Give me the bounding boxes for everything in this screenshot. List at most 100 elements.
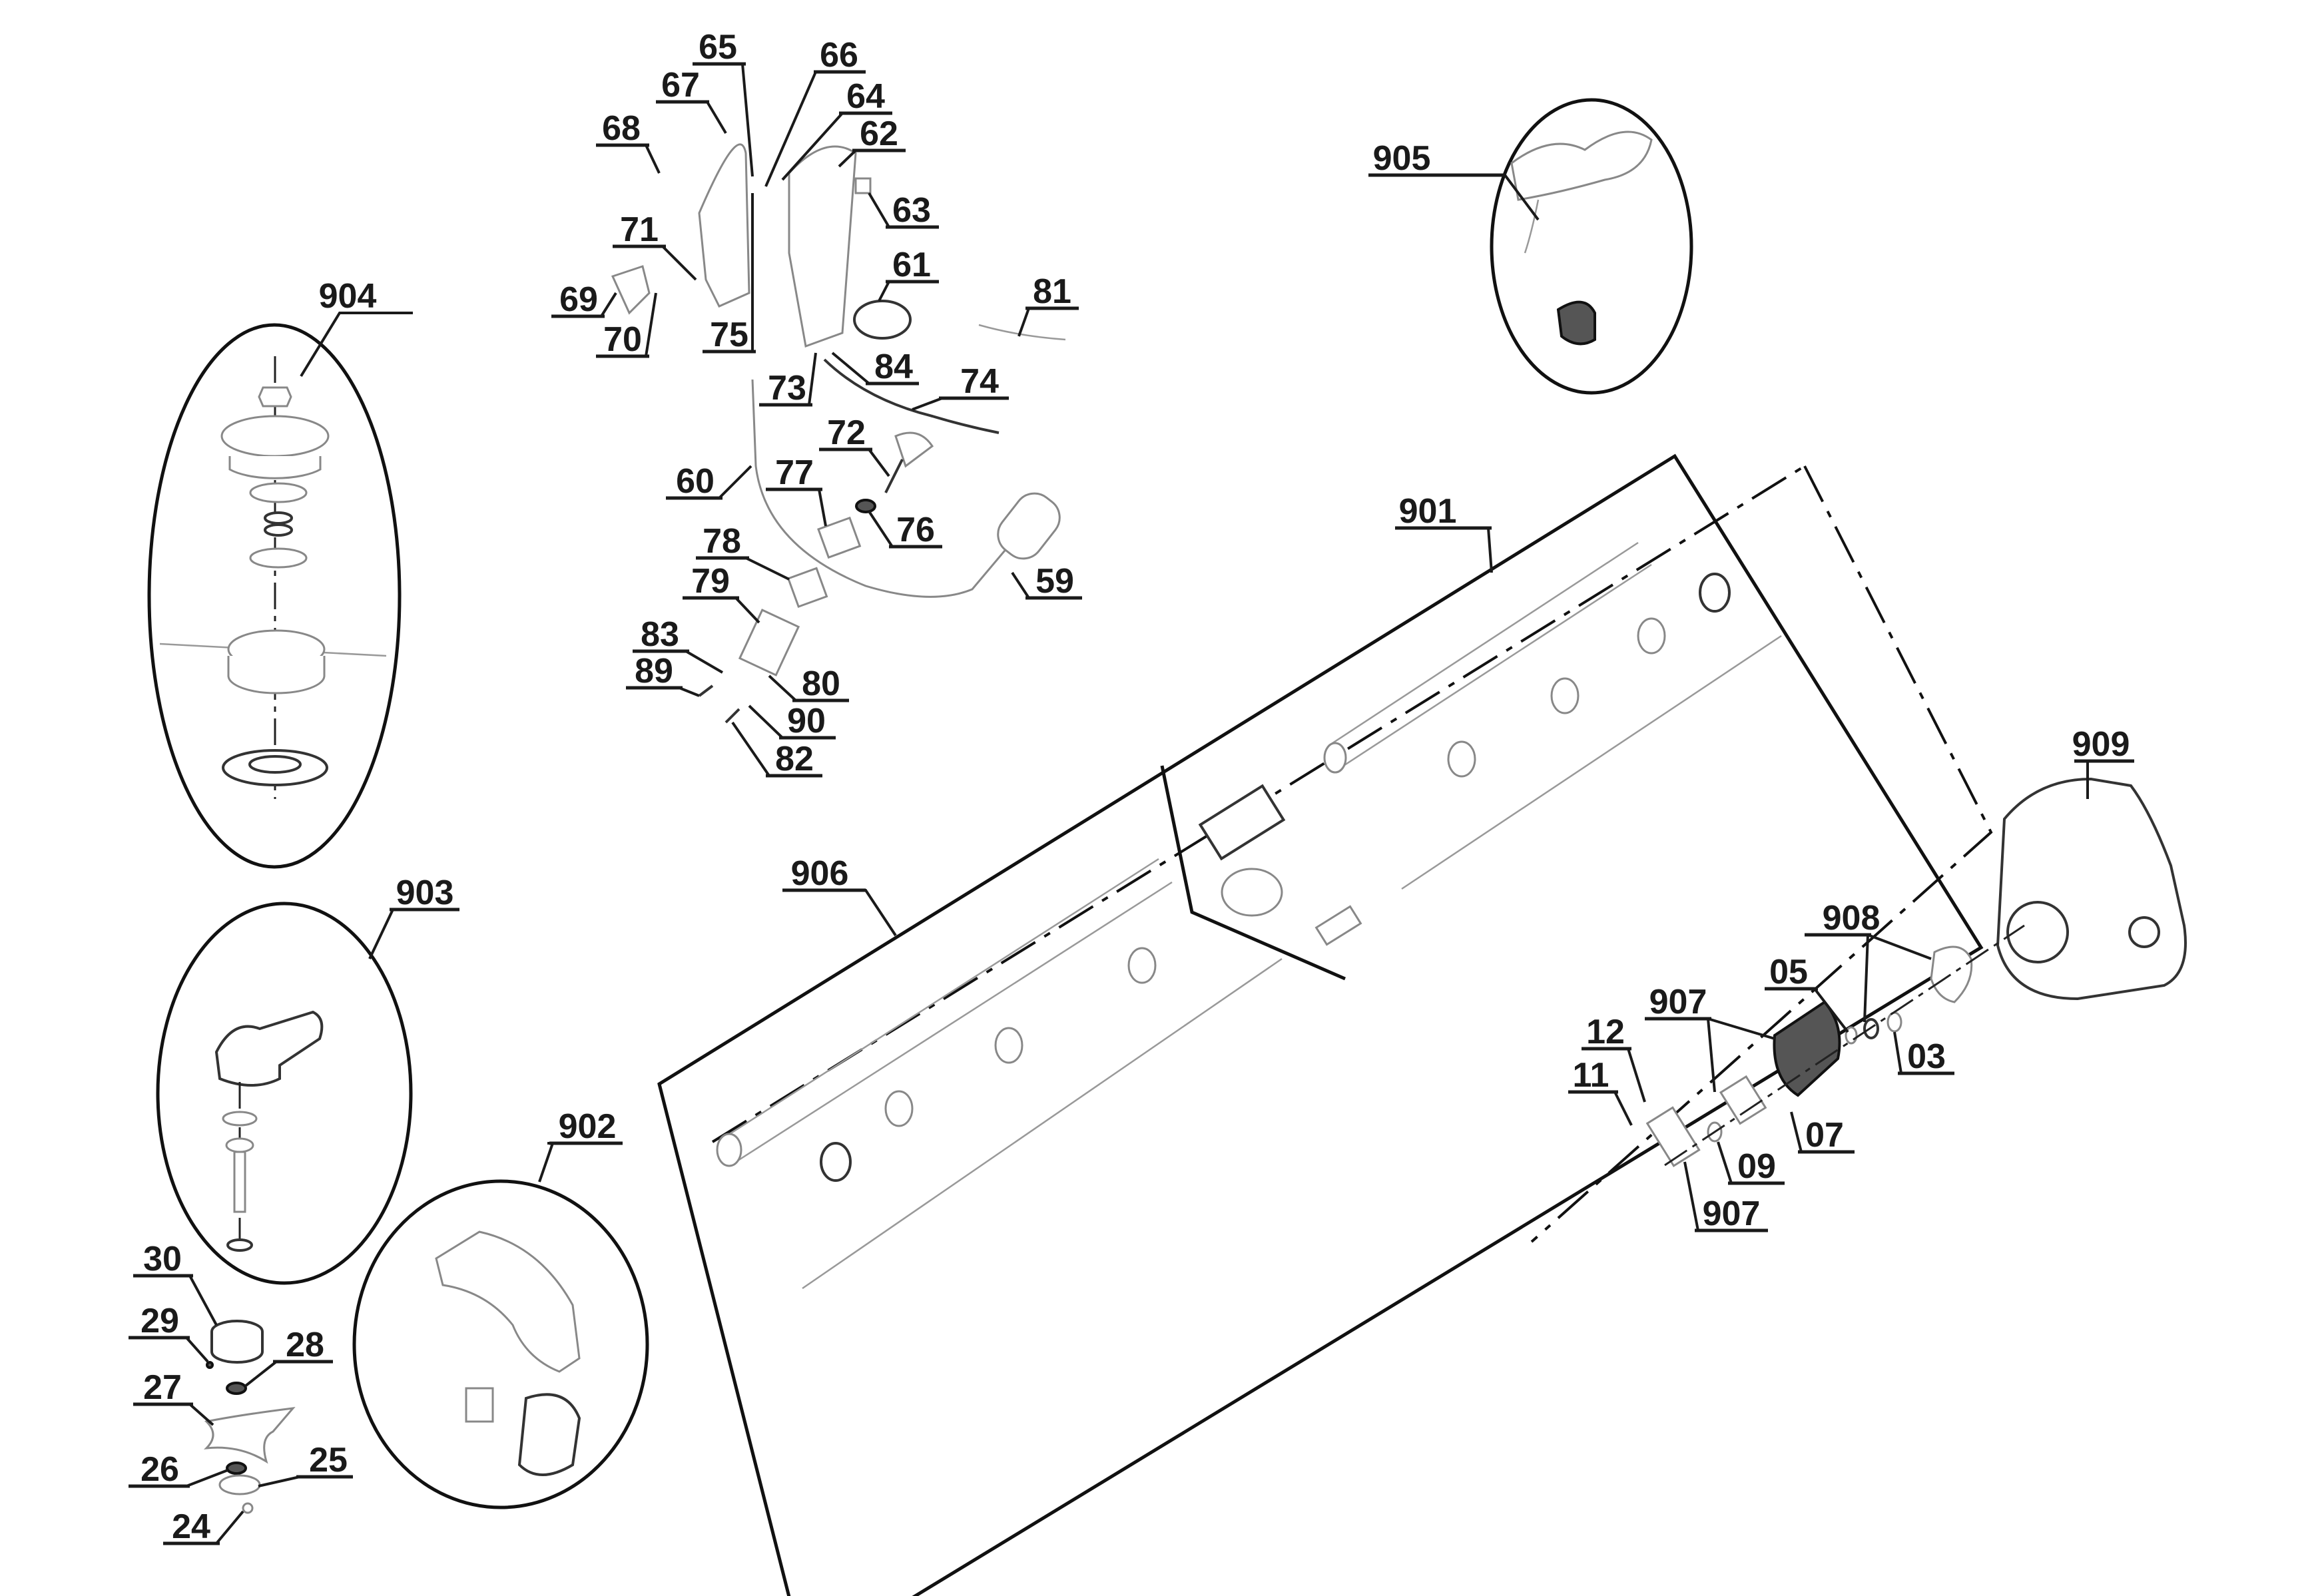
label-28: 28 — [286, 1326, 324, 1364]
clamp-79 — [738, 609, 800, 676]
ring-03 — [1886, 1011, 1902, 1033]
label-65: 65 — [699, 28, 737, 67]
washer-28 — [226, 1382, 247, 1395]
label-24: 24 — [172, 1507, 210, 1546]
label-907b: 907 — [1703, 1195, 1761, 1233]
label-27: 27 — [143, 1368, 182, 1407]
drive-shaft-906 — [802, 957, 1283, 1290]
drive-shaft-901 — [1401, 635, 1782, 890]
engine-axis — [1664, 924, 2025, 1167]
tube-906-end — [716, 1133, 742, 1167]
bushing — [820, 1142, 852, 1182]
bushing-6 — [1637, 617, 1666, 655]
label-82: 82 — [775, 740, 814, 778]
clutch-908 — [1930, 945, 1973, 1003]
label-63: 63 — [892, 191, 931, 230]
flange-30-body — [210, 1332, 264, 1364]
shaft-coupler — [1198, 784, 1286, 861]
label-26: 26 — [141, 1450, 179, 1489]
leader-901 — [1482, 527, 1493, 573]
guard-bracket — [465, 1387, 494, 1423]
gear-housing — [214, 1010, 324, 1087]
assembly-blade: 30 29 28 27 26 25 24 — [129, 1240, 353, 1546]
bump-knob-center — [248, 755, 302, 774]
label-30: 30 — [143, 1240, 182, 1278]
label-03: 03 — [1907, 1037, 1946, 1076]
tube-lower-edge — [722, 858, 1159, 1140]
label-70: 70 — [603, 320, 642, 359]
label-29: 29 — [141, 1302, 179, 1340]
washer-2 — [249, 547, 308, 569]
label-05: 05 — [1769, 953, 1808, 991]
box-906-outer — [657, 453, 1984, 1596]
clamp-78 — [786, 567, 828, 609]
switch — [854, 177, 872, 194]
bushing-3 — [1127, 947, 1157, 984]
grip-59 — [997, 492, 1061, 560]
label-80: 80 — [802, 665, 840, 703]
assembly-engine: 909 908 05 907 12 03 11 07 09 907 — [1568, 725, 2187, 1233]
seal — [226, 1238, 253, 1252]
cup-25 — [218, 1474, 261, 1495]
label-905: 905 — [1373, 139, 1431, 178]
clamp-77 — [817, 516, 862, 559]
throttle-trigger — [611, 265, 651, 315]
label-901: 901 — [1399, 492, 1457, 531]
label-67: 67 — [661, 66, 700, 105]
handle-labels: 65 66 67 64 68 62 63 71 61 81 69 70 — [551, 28, 1082, 778]
balloon-61 — [853, 300, 912, 340]
label-59: 59 — [1035, 562, 1074, 601]
hex-nut — [258, 386, 292, 407]
spool-body — [227, 656, 326, 694]
leader-902 — [538, 1142, 555, 1183]
box-901-dashed — [1530, 465, 1993, 1243]
bushing-7 — [1699, 573, 1731, 613]
bolt-72 — [884, 459, 904, 493]
shaft-adapter — [1314, 905, 1362, 946]
label-909: 909 — [2072, 725, 2130, 764]
spool-cover-rim — [228, 456, 322, 479]
strap-pad — [1510, 131, 1653, 201]
label-89: 89 — [635, 652, 673, 690]
label-12: 12 — [1586, 1013, 1625, 1051]
label-79: 79 — [691, 562, 730, 601]
strap-hook — [1524, 199, 1540, 254]
throttle-cable-74 — [823, 358, 1000, 434]
label-902: 902 — [559, 1107, 617, 1146]
washer-26 — [226, 1462, 247, 1475]
spindle — [233, 1151, 246, 1213]
engine-909 — [1996, 777, 2187, 1001]
label-78: 78 — [703, 522, 741, 561]
clamp-plate — [1719, 1075, 1767, 1125]
label-60: 60 — [676, 462, 715, 501]
label-81: 81 — [1033, 272, 1071, 311]
washer-76 — [855, 499, 876, 513]
label-11: 11 — [1573, 1056, 1609, 1095]
label-903: 903 — [396, 874, 454, 912]
assembly-902-guard: 902 — [352, 1107, 649, 1509]
label-904: 904 — [319, 277, 377, 316]
label-09: 09 — [1737, 1147, 1776, 1186]
bearing — [222, 1111, 258, 1127]
handle-left-half — [698, 143, 750, 308]
engine-flywheel — [2006, 901, 2069, 963]
label-908: 908 — [1823, 899, 1881, 937]
tube-upper-edge-2 — [1338, 563, 1652, 770]
assembly-905-strap: 905 — [1368, 98, 1693, 395]
label-61: 61 — [892, 246, 931, 284]
tube-901-end — [1323, 742, 1347, 774]
leader-906 — [859, 889, 897, 937]
engine-tank-cap — [2128, 916, 2160, 948]
guard-blade — [517, 1393, 581, 1476]
leader-903 — [368, 908, 396, 959]
balloon-904 — [147, 323, 402, 869]
knob-72 — [894, 431, 934, 468]
label-84: 84 — [874, 348, 913, 386]
assembly-903-gear-head: 903 — [156, 874, 459, 1285]
label-07: 07 — [1805, 1116, 1844, 1155]
handle-right-half — [788, 145, 857, 348]
clamp-plate-907 — [1645, 1106, 1701, 1167]
washer — [249, 482, 308, 503]
spring-coil — [264, 523, 293, 537]
